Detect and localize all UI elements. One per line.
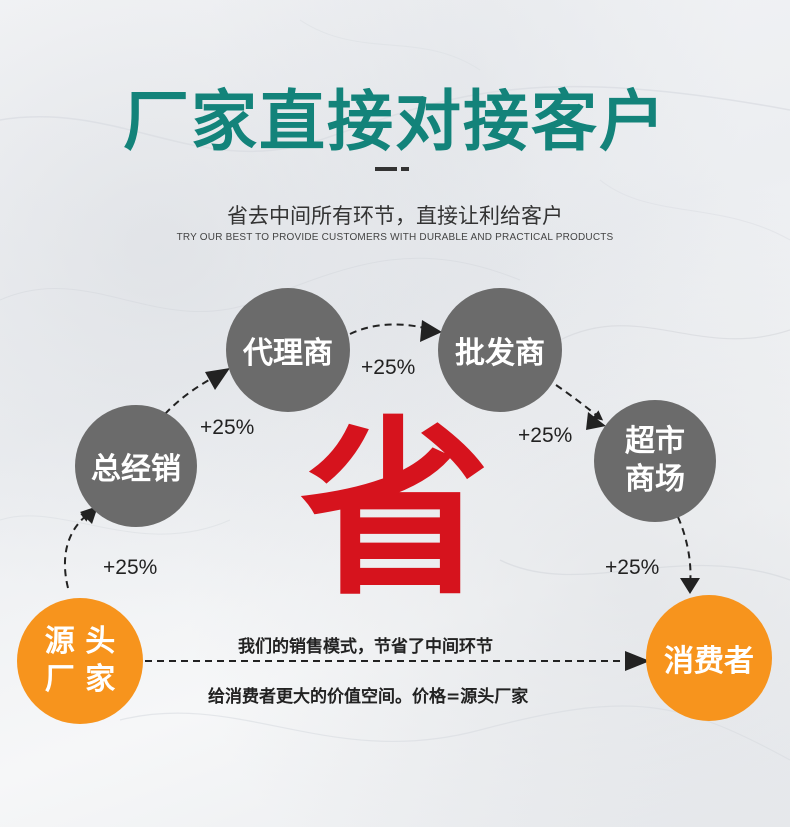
node-wholesaler-label: 批发商 <box>455 336 545 371</box>
node-distributor-label: 总经销 <box>91 452 181 487</box>
arrow-wholesaler-to-supermarket <box>555 384 604 421</box>
node-supermarket-line1: 超市 <box>625 424 685 459</box>
title-divider-long <box>375 167 397 171</box>
note-line1: 我们的销售模式，节省了中间环节 <box>238 637 493 657</box>
node-distributor: 总经销 <box>75 405 197 527</box>
markup-label-1: +25% <box>103 556 158 579</box>
node-source-line2: 厂 家 <box>44 662 116 697</box>
node-supermarket: 超市 商场 <box>594 400 716 522</box>
markup-label-5: +25% <box>605 556 660 579</box>
arrow-supermarket-to-consumer <box>677 516 696 589</box>
subtitle: 省去中间所有环节，直接让利给客户 <box>227 204 563 228</box>
title-divider-short <box>401 167 409 171</box>
subtitle-english: TRY OUR BEST TO PROVIDE CUSTOMERS WITH D… <box>176 232 614 243</box>
node-supermarket-line2: 商场 <box>625 462 685 497</box>
title-divider <box>375 167 409 171</box>
main-title: 厂家直接对接客户 <box>123 83 667 160</box>
markup-label-3: +25% <box>361 356 416 379</box>
note-line2: 给消费者更大的价值空间。价格=源头厂家 <box>208 687 529 707</box>
markup-label-4: +25% <box>518 424 573 447</box>
node-wholesaler: 批发商 <box>438 288 562 412</box>
node-source-line1: 源 头 <box>44 624 116 659</box>
node-source-factory: 源 头 厂 家 <box>17 598 143 724</box>
markup-label-2: +25% <box>200 416 255 439</box>
node-agent-label: 代理商 <box>243 336 333 371</box>
node-agent: 代理商 <box>226 288 350 412</box>
node-consumer: 消费者 <box>646 595 772 721</box>
arrow-source-to-distributor <box>64 511 92 589</box>
center-save-character: 省 <box>299 398 490 621</box>
arrow-agent-to-wholesaler <box>349 323 436 335</box>
node-consumer-label: 消费者 <box>664 644 754 679</box>
